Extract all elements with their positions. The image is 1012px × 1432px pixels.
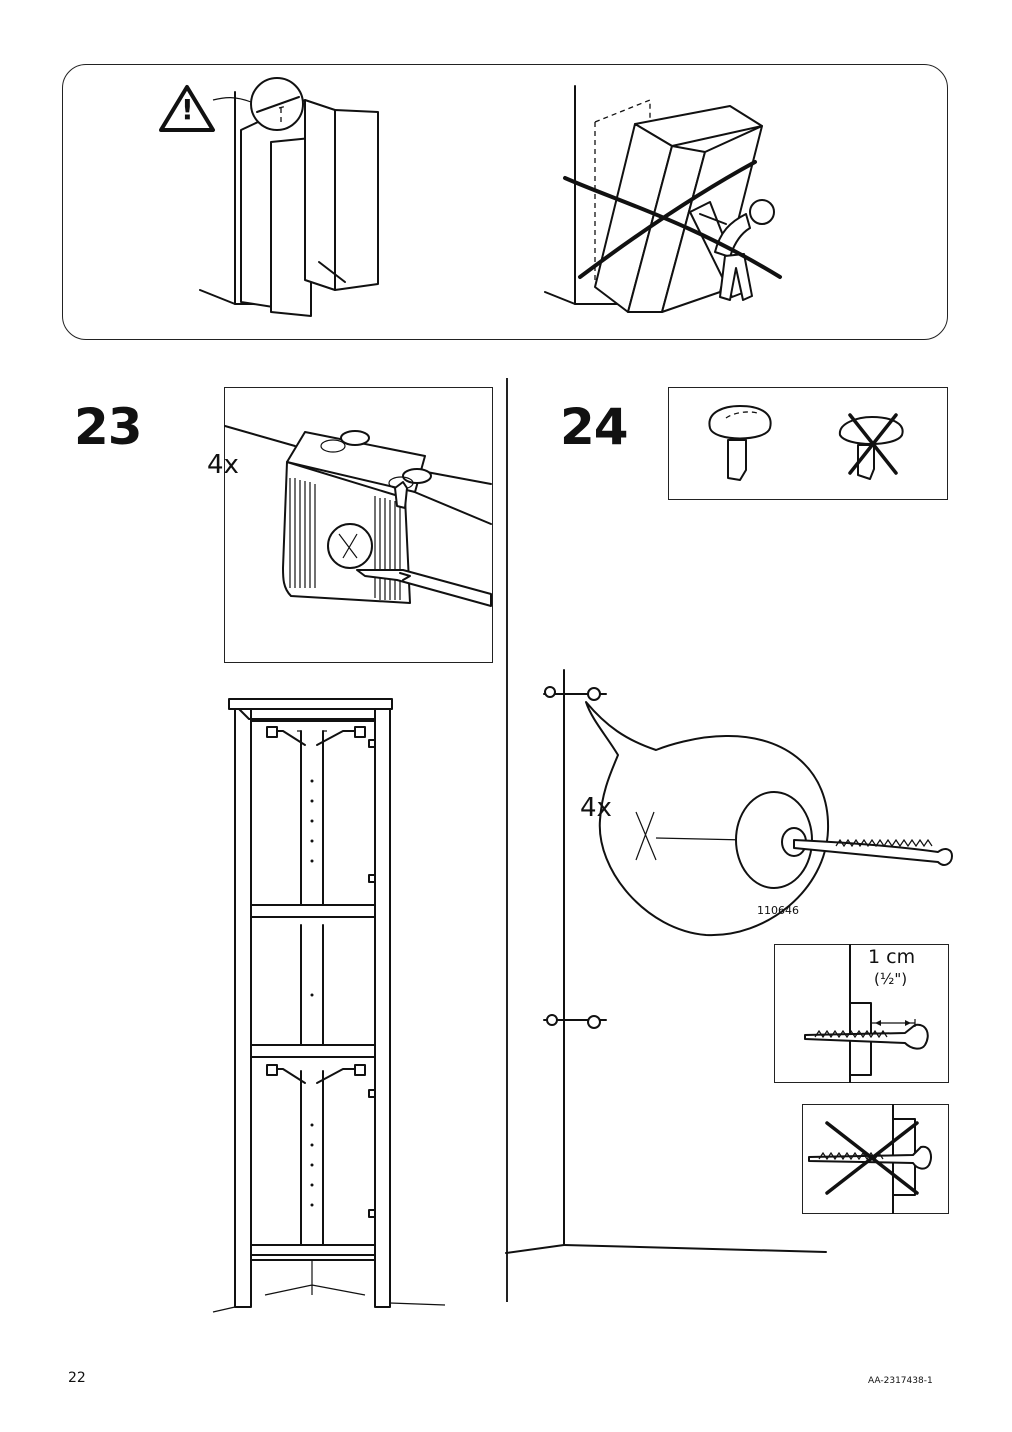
screw-depth-correct-illustration: [804, 944, 929, 1083]
warning-triangle-icon: [159, 85, 215, 132]
column-divider: [506, 378, 508, 1302]
plug-wrong-icon: [838, 413, 904, 480]
measure-imperial-label: (½"): [874, 970, 908, 988]
part-number: 110646: [757, 904, 799, 917]
step-23-quantity: 4x: [207, 450, 239, 480]
plug-correct-icon: [708, 405, 772, 481]
step-24-number: 24: [560, 398, 629, 456]
step-24-plug-comparison-box: [668, 387, 948, 500]
warning-panel: [62, 64, 948, 340]
corner-cabinet-illustration: [212, 698, 446, 1313]
screw-depth-wrong-illustration: [808, 1104, 932, 1214]
cabinet-against-wall-illustration: [199, 77, 379, 317]
cabinet-falling-wrong-illustration: [544, 85, 782, 313]
hinge-bracket-detail-illustration: [224, 425, 492, 607]
wall-mounting-illustration: [505, 669, 953, 1254]
step-24-quantity: 4x: [580, 793, 612, 823]
step-23-number: 23: [74, 398, 143, 456]
warning-mark: !: [181, 93, 194, 126]
page-number: 22: [68, 1370, 86, 1386]
measure-label: 1 cm: [868, 946, 916, 968]
document-code: AA-2317438-1: [868, 1376, 933, 1386]
